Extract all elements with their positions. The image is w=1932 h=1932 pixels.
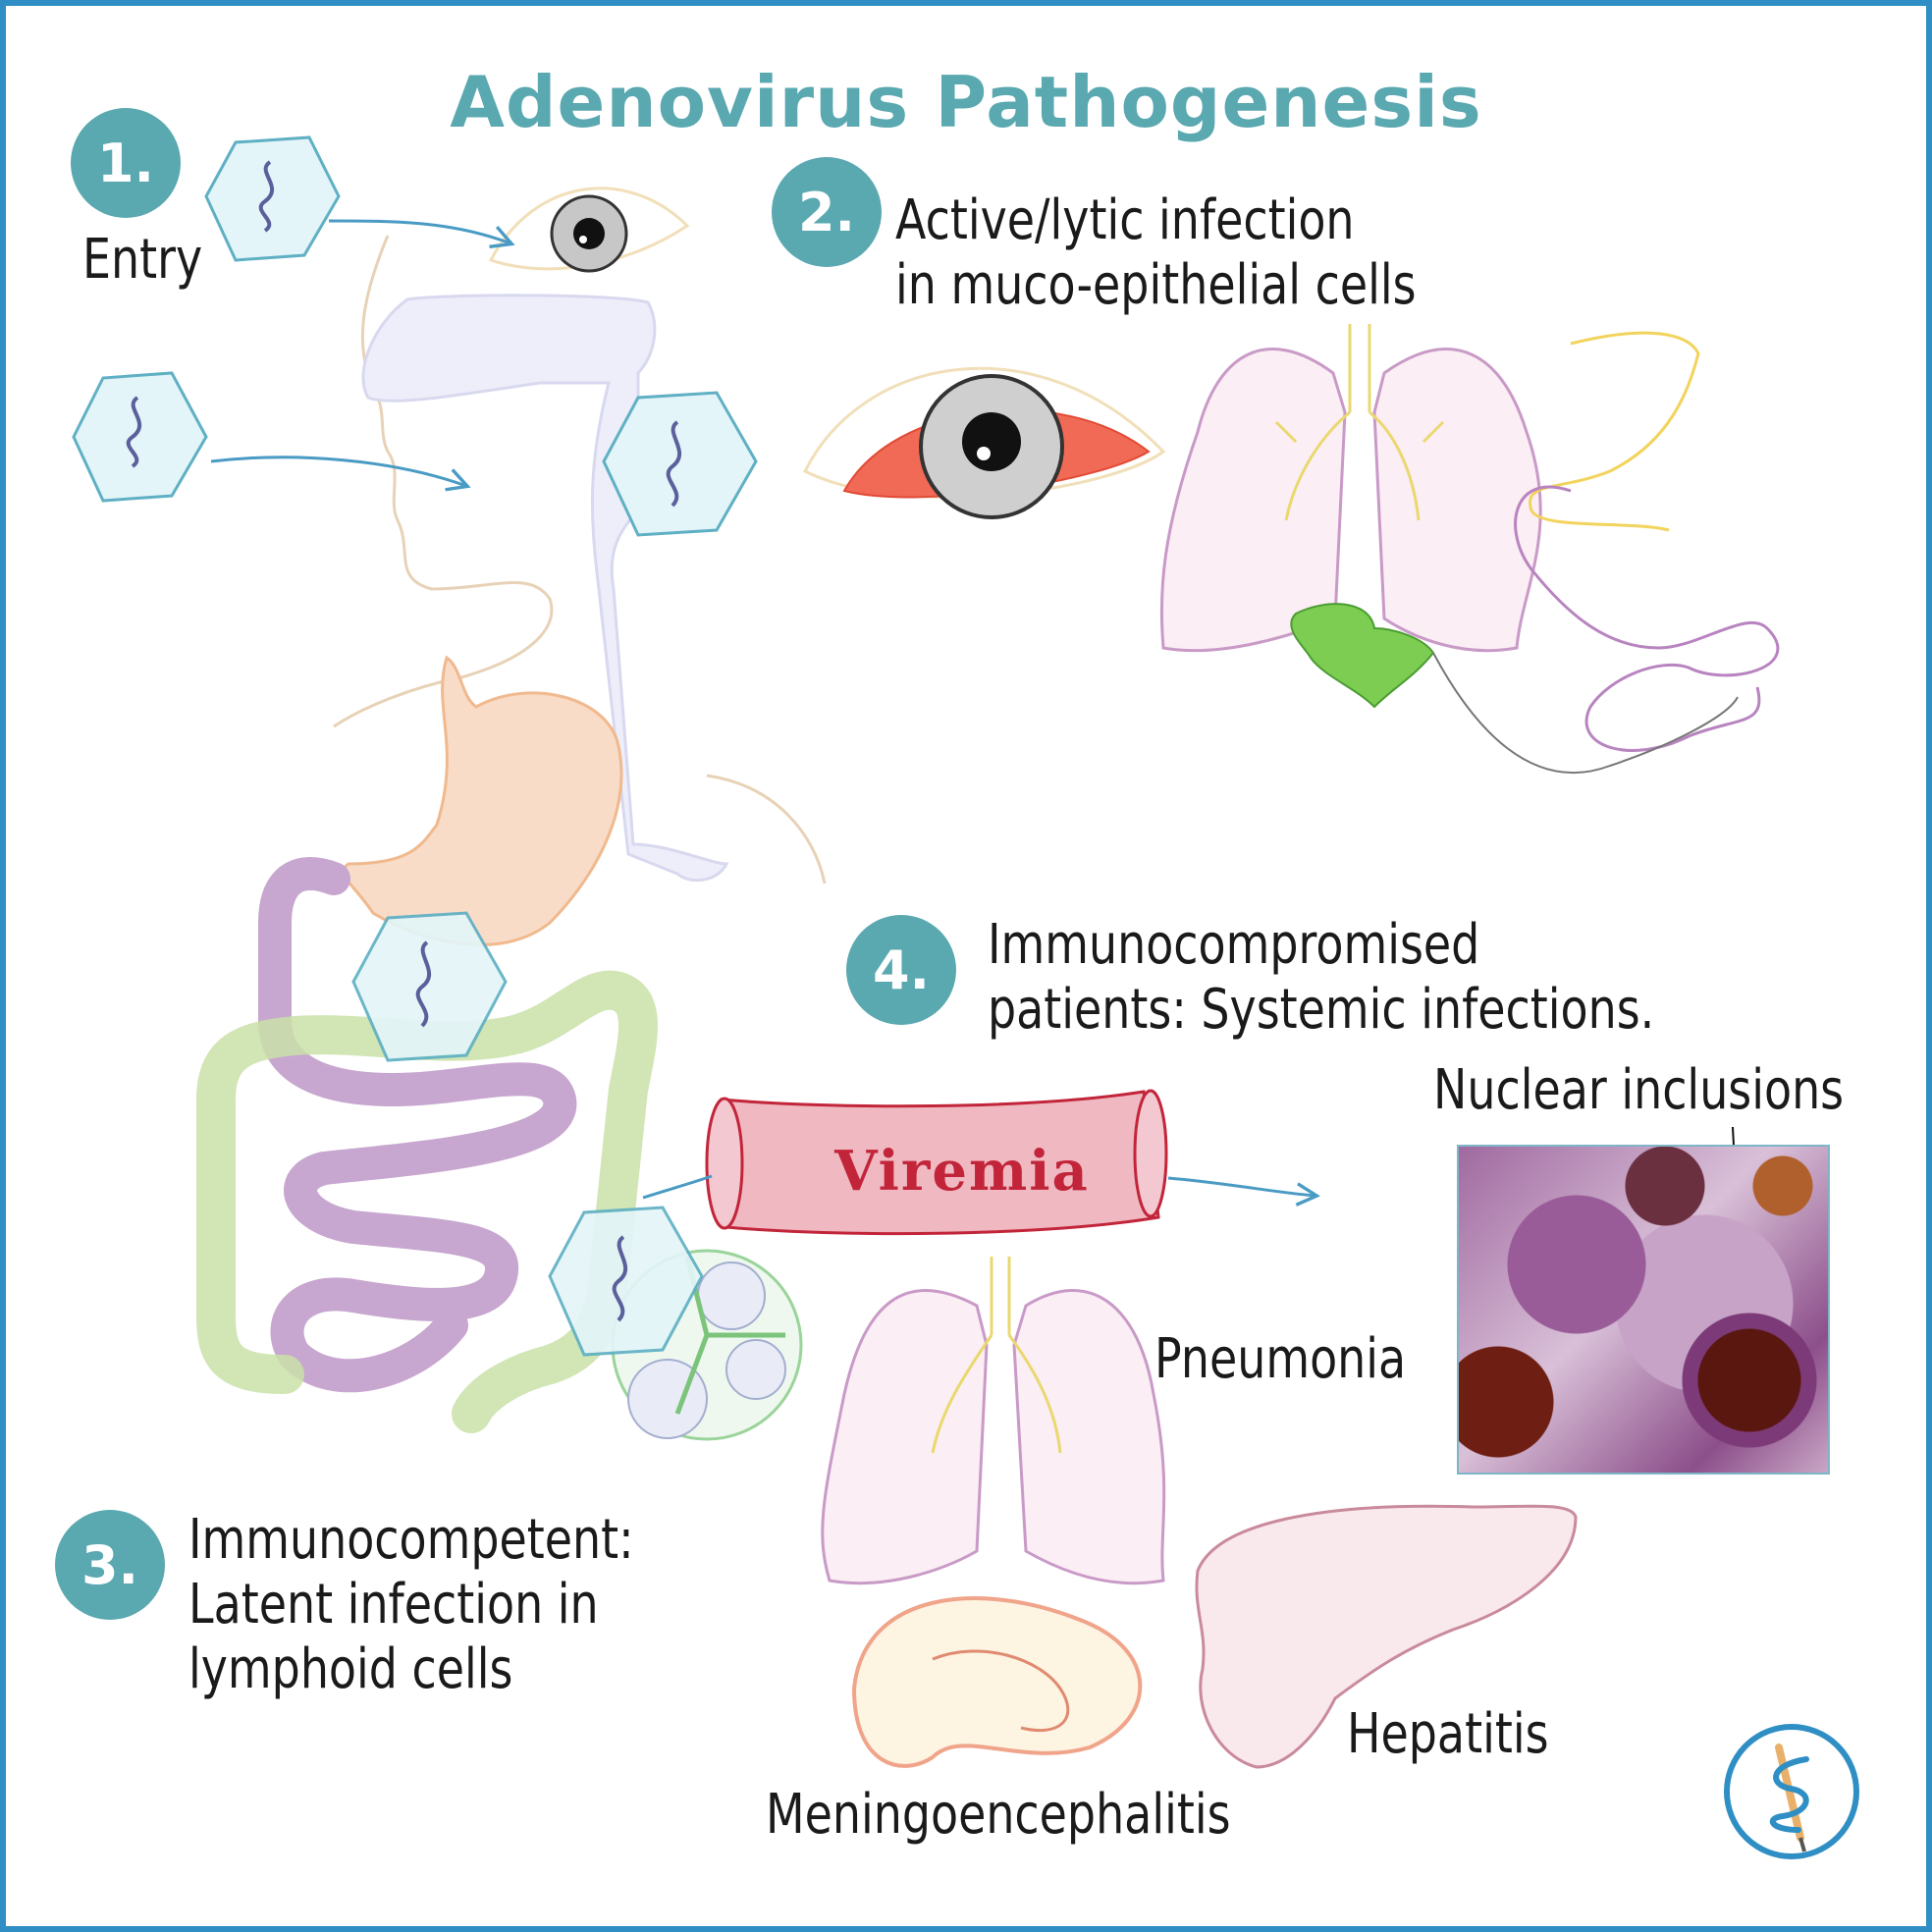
virus-hexagon-icon-3 xyxy=(602,391,758,537)
arrow-entry-eye xyxy=(328,219,515,249)
step-1-label: Entry xyxy=(82,228,202,293)
nuclear-inclusions-micrograph xyxy=(1457,1145,1830,1475)
arrow-viremia-out xyxy=(1167,1176,1320,1207)
brain-icon xyxy=(851,1596,1143,1768)
eye-icon-conjunctivitis xyxy=(802,366,1166,519)
step-2-badge: 2. xyxy=(772,157,882,267)
hepatitis-label: Hepatitis xyxy=(1347,1702,1549,1766)
page-title: Adenovirus Pathogenesis xyxy=(450,61,1482,143)
step-4-label-line-1: Immunocompromised xyxy=(988,913,1480,977)
step-2-label: Active/lytic infection in muco-epithelia… xyxy=(895,188,1417,318)
step-3-label-line-3: lymphoid cells xyxy=(188,1637,513,1701)
step-1-badge: 1. xyxy=(71,108,181,218)
step-4-label-line-2: patients: Systemic infections. xyxy=(988,978,1655,1042)
virus-hexagon-icon-1 xyxy=(204,135,341,262)
step-3-label-line-2: Latent infection in xyxy=(188,1573,599,1637)
arrow-entry-mouth xyxy=(210,456,471,492)
arrow-to-vessel xyxy=(642,1174,713,1200)
large-intestine xyxy=(196,970,658,1433)
liver-icon xyxy=(1195,1504,1578,1769)
viremia-label: Viremia xyxy=(834,1139,1090,1204)
step-1-label-line: Entry xyxy=(82,228,203,292)
virus-hexagon-icon-4 xyxy=(351,911,508,1062)
step-4-badge: 4. xyxy=(846,915,956,1025)
step-3-label: Immunocompetent: Latent infection in lym… xyxy=(188,1508,634,1702)
lungs-icon-lower xyxy=(821,1257,1166,1585)
virus-hexagon-icon-2 xyxy=(72,371,208,503)
step-3-label-line-1: Immunocompetent: xyxy=(188,1508,634,1572)
eye-icon-entry xyxy=(488,187,690,273)
pneumonia-label: Pneumonia xyxy=(1154,1327,1407,1391)
step-4-label: Immunocompromised patients: Systemic inf… xyxy=(988,913,1654,1043)
connector-curve xyxy=(1432,652,1739,775)
step-3-badge: 3. xyxy=(55,1510,165,1620)
blood-vessel-icon xyxy=(705,1089,1168,1236)
meningoencephalitis-label: Meningoencephalitis xyxy=(766,1783,1231,1847)
small-intestine xyxy=(258,857,577,1393)
caduceus-logo-icon xyxy=(1724,1724,1859,1859)
stomach xyxy=(342,655,623,946)
lymph-node-icon xyxy=(611,1249,803,1441)
nuclear-inclusions-label: Nuclear inclusions xyxy=(1433,1058,1845,1122)
step-2-label-line-1: Active/lytic infection xyxy=(895,188,1355,252)
virus-hexagon-icon-5 xyxy=(548,1206,704,1357)
lungs-icon-upper xyxy=(1159,324,1542,709)
intestine-loops-right xyxy=(1529,331,1700,532)
step-2-label-line-2: in muco-epithelial cells xyxy=(895,253,1417,317)
neck-outline xyxy=(706,774,827,885)
